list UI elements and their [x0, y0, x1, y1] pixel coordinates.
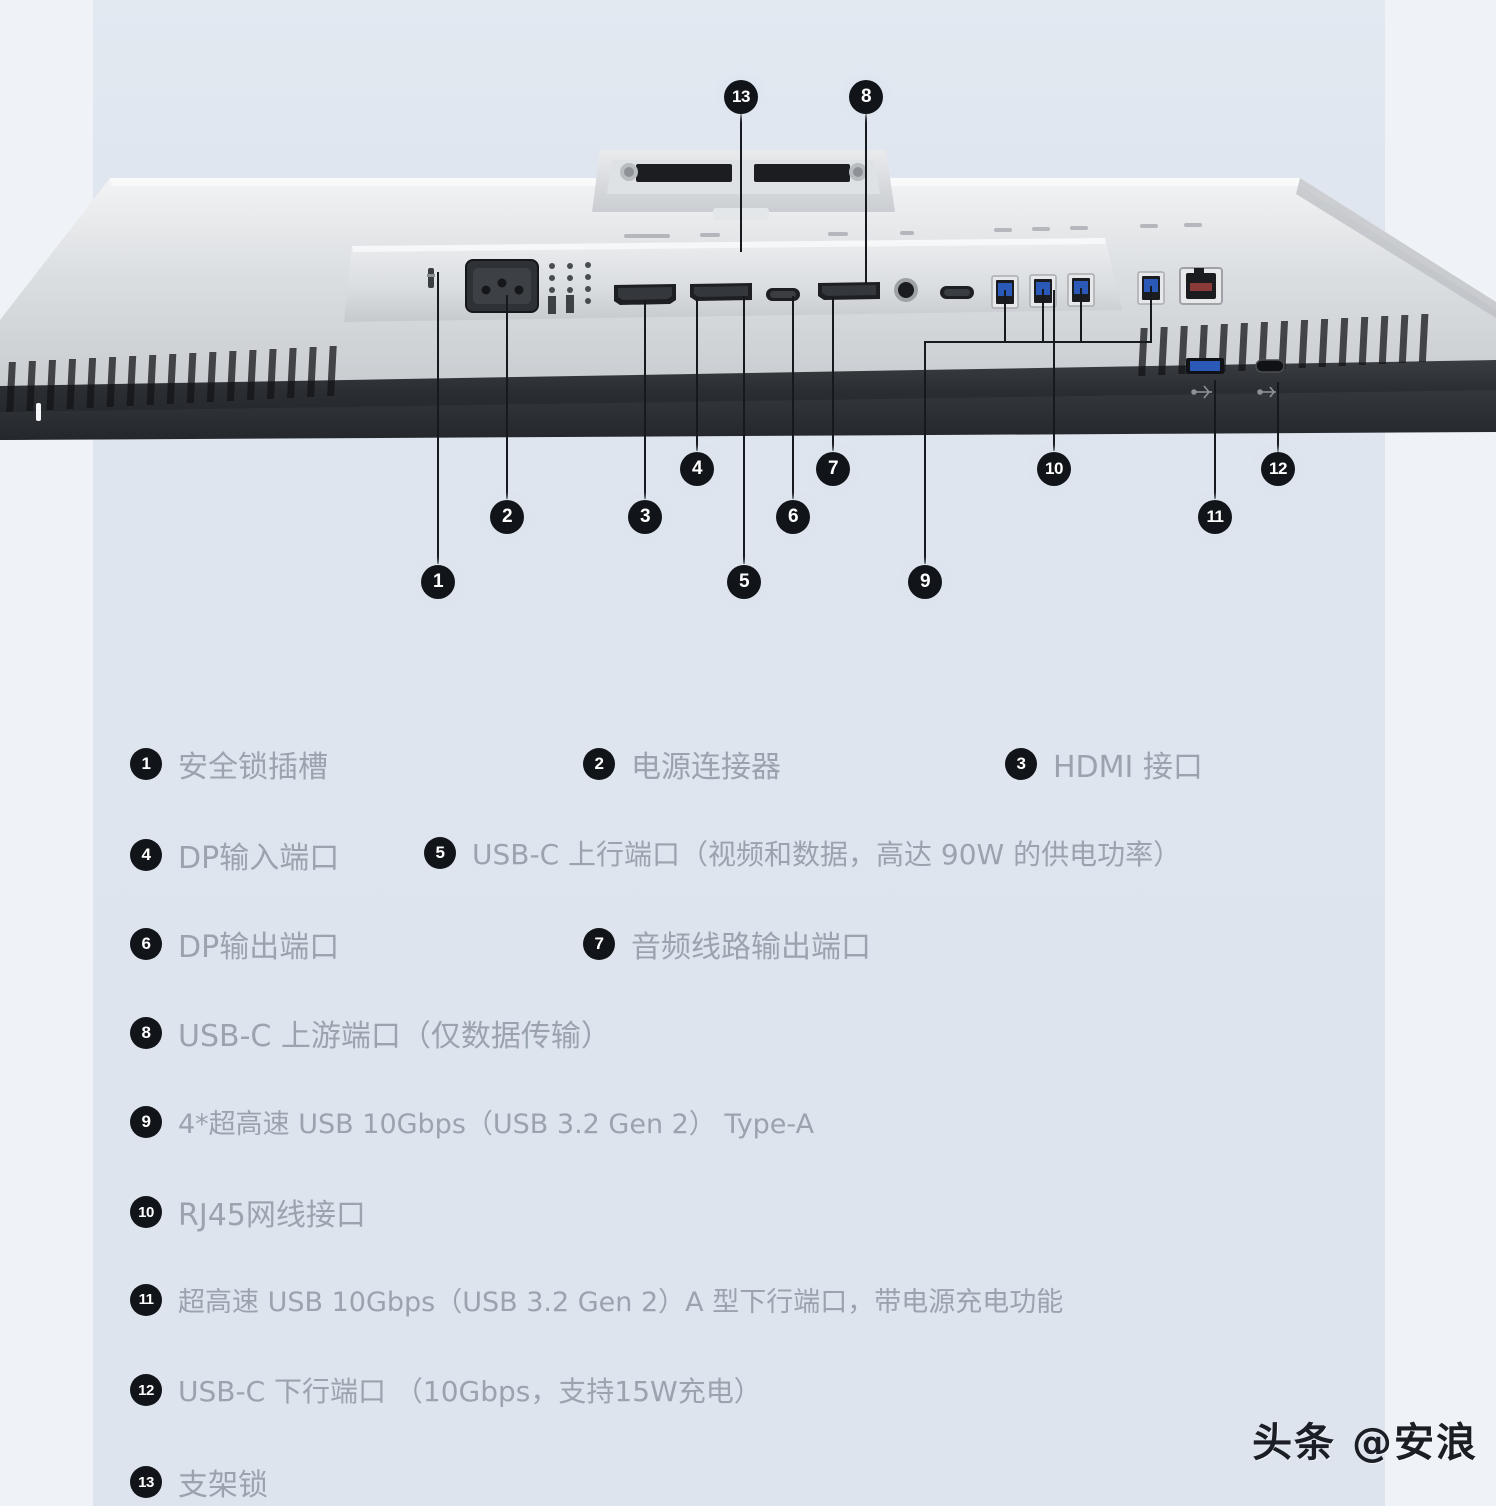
legend-item-12: 12 USB-C 下行端口 （10Gbps，支持15W充电） — [130, 1370, 762, 1410]
callout-marker-3: 3 — [628, 500, 662, 534]
legend-label-13: 支架锁 — [178, 1468, 268, 1503]
leader-line-7 — [832, 297, 834, 451]
watermark: 头条 @安浪 — [1252, 1420, 1478, 1466]
leader-bracket-9-stem — [924, 341, 1006, 343]
legend-bullet-3: 3 — [1005, 748, 1037, 780]
legend-item-13: 13 支架锁 — [130, 1460, 268, 1504]
legend-label-6: DP输出端口 — [178, 930, 340, 965]
callout-marker-12: 12 — [1261, 452, 1295, 486]
legend-item-4: 4 DP输入端口 — [130, 833, 339, 877]
legend-label-8: USB-C 上游端口（仅数据传输） — [178, 1019, 611, 1054]
leader-line-9b — [1042, 289, 1044, 342]
leader-line-12 — [1277, 382, 1279, 452]
leader-line-9a — [1004, 290, 1006, 342]
legend-bullet-9: 9 — [130, 1105, 162, 1138]
leader-line-8 — [865, 114, 867, 284]
legend-label-4: DP输入端口 — [178, 841, 340, 876]
leader-line-1 — [437, 272, 439, 564]
legend-item-6: 6 DP输出端口 — [130, 922, 339, 966]
callout-marker-10: 10 — [1037, 452, 1071, 486]
callout-marker-5: 5 — [727, 565, 761, 599]
legend-label-11: 超高速 USB 10Gbps（USB 3.2 Gen 2）A 型下行端口，带电源… — [178, 1287, 1064, 1318]
legend-item-2: 2 电源连接器 — [583, 742, 781, 786]
callout-marker-1: 1 — [421, 565, 455, 599]
legend-label-5: USB-C 上行端口（视频和数据，高达 90W 的供电功率） — [472, 838, 1182, 871]
legend-bullet-13: 13 — [130, 1466, 162, 1498]
legend-bullet-4: 4 — [130, 839, 162, 871]
leader-line-6 — [792, 296, 794, 499]
callout-marker-7: 7 — [816, 452, 850, 486]
legend-list: 1 安全锁插槽 2 电源连接器 3 HDMI 接口 4 DP输入端口 5 USB-C 上行端口（视… — [0, 700, 1496, 1506]
callout-marker-4: 4 — [680, 452, 714, 486]
legend-bullet-1: 1 — [130, 748, 162, 780]
monitor-rear-illustration — [0, 150, 1496, 440]
leader-line-3 — [644, 300, 646, 499]
leader-line-9-stem — [924, 341, 926, 564]
leader-line-10 — [1053, 290, 1055, 451]
legend-item-11: 11 超高速 USB 10Gbps（USB 3.2 Gen 2）A 型下行端口，带… — [130, 1280, 1063, 1319]
callout-marker-2: 2 — [490, 500, 524, 534]
legend-bullet-6: 6 — [130, 928, 162, 960]
legend-item-9: 9 4*超高速 USB 10Gbps（USB 3.2 Gen 2） Type-A — [130, 1102, 814, 1141]
legend-bullet-11: 11 — [130, 1283, 162, 1316]
leader-line-9c — [1080, 288, 1082, 342]
leader-line-2 — [506, 295, 508, 499]
legend-bullet-8: 8 — [130, 1017, 162, 1049]
legend-item-1: 1 安全锁插槽 — [130, 742, 328, 786]
legend-bullet-5: 5 — [424, 837, 456, 869]
leader-line-9d — [1150, 286, 1152, 342]
leader-line-4 — [696, 299, 698, 451]
legend-label-9: 4*超高速 USB 10Gbps（USB 3.2 Gen 2） Type-A — [178, 1109, 815, 1140]
callout-marker-8: 8 — [849, 80, 883, 114]
leader-line-13 — [740, 114, 742, 252]
legend-label-7: 音频线路输出端口 — [631, 930, 871, 965]
legend-item-5: 5 USB-C 上行端口（视频和数据，高达 90W 的供电功率） — [424, 833, 1181, 873]
callout-marker-9: 9 — [908, 565, 942, 599]
legend-label-3: HDMI 接口 — [1053, 750, 1203, 785]
legend-bullet-2: 2 — [583, 748, 615, 780]
legend-item-10: 10 RJ45网线接口 — [130, 1190, 366, 1234]
legend-label-1: 安全锁插槽 — [178, 750, 328, 785]
legend-bullet-12: 12 — [130, 1374, 162, 1406]
callout-marker-11: 11 — [1198, 500, 1232, 534]
legend-label-12: USB-C 下行端口 （10Gbps，支持15W充电） — [178, 1375, 762, 1408]
callout-marker-13: 13 — [724, 80, 758, 114]
leader-line-5 — [743, 296, 745, 564]
legend-item-7: 7 音频线路输出端口 — [583, 922, 871, 966]
legend-item-3: 3 HDMI 接口 — [1005, 742, 1203, 786]
legend-label-10: RJ45网线接口 — [178, 1198, 366, 1233]
leader-line-11 — [1214, 380, 1216, 499]
callout-marker-6: 6 — [776, 500, 810, 534]
legend-item-8: 8 USB-C 上游端口（仅数据传输） — [130, 1011, 611, 1055]
legend-label-2: 电源连接器 — [631, 750, 781, 785]
leader-bracket-9 — [1004, 341, 1152, 343]
legend-bullet-10: 10 — [130, 1196, 162, 1228]
legend-bullet-7: 7 — [583, 928, 615, 960]
